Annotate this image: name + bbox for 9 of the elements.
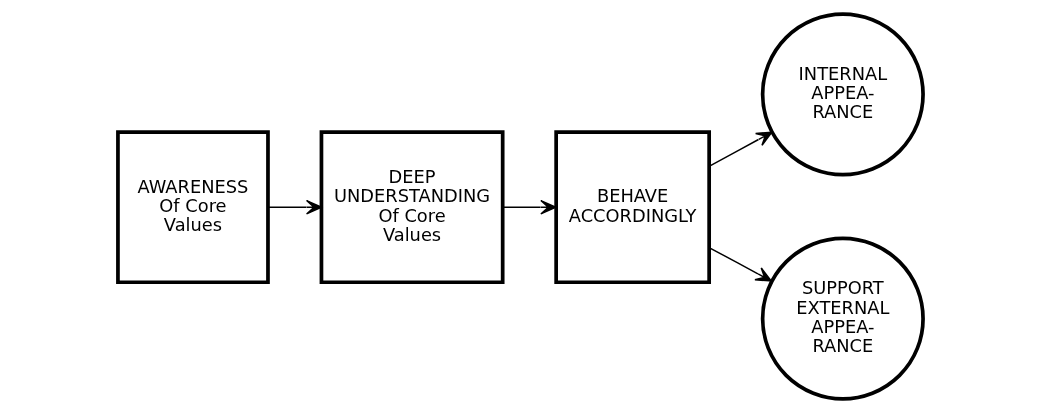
- node-circle: INTERNAL APPEA- RANCE: [760, 12, 925, 177]
- arrow: [501, 199, 557, 215]
- arrow: [708, 131, 773, 167]
- node-box: DEEP UNDERSTANDING Of Core Values: [319, 130, 505, 285]
- arrow: [267, 199, 323, 215]
- node-circle: SUPPORT EXTERNAL APPEA- RANCE: [760, 236, 925, 401]
- arrow: [708, 247, 772, 282]
- node-box: AWARENESS Of Core Values: [116, 130, 270, 285]
- node-box: BEHAVE ACCORDINGLY: [554, 130, 711, 285]
